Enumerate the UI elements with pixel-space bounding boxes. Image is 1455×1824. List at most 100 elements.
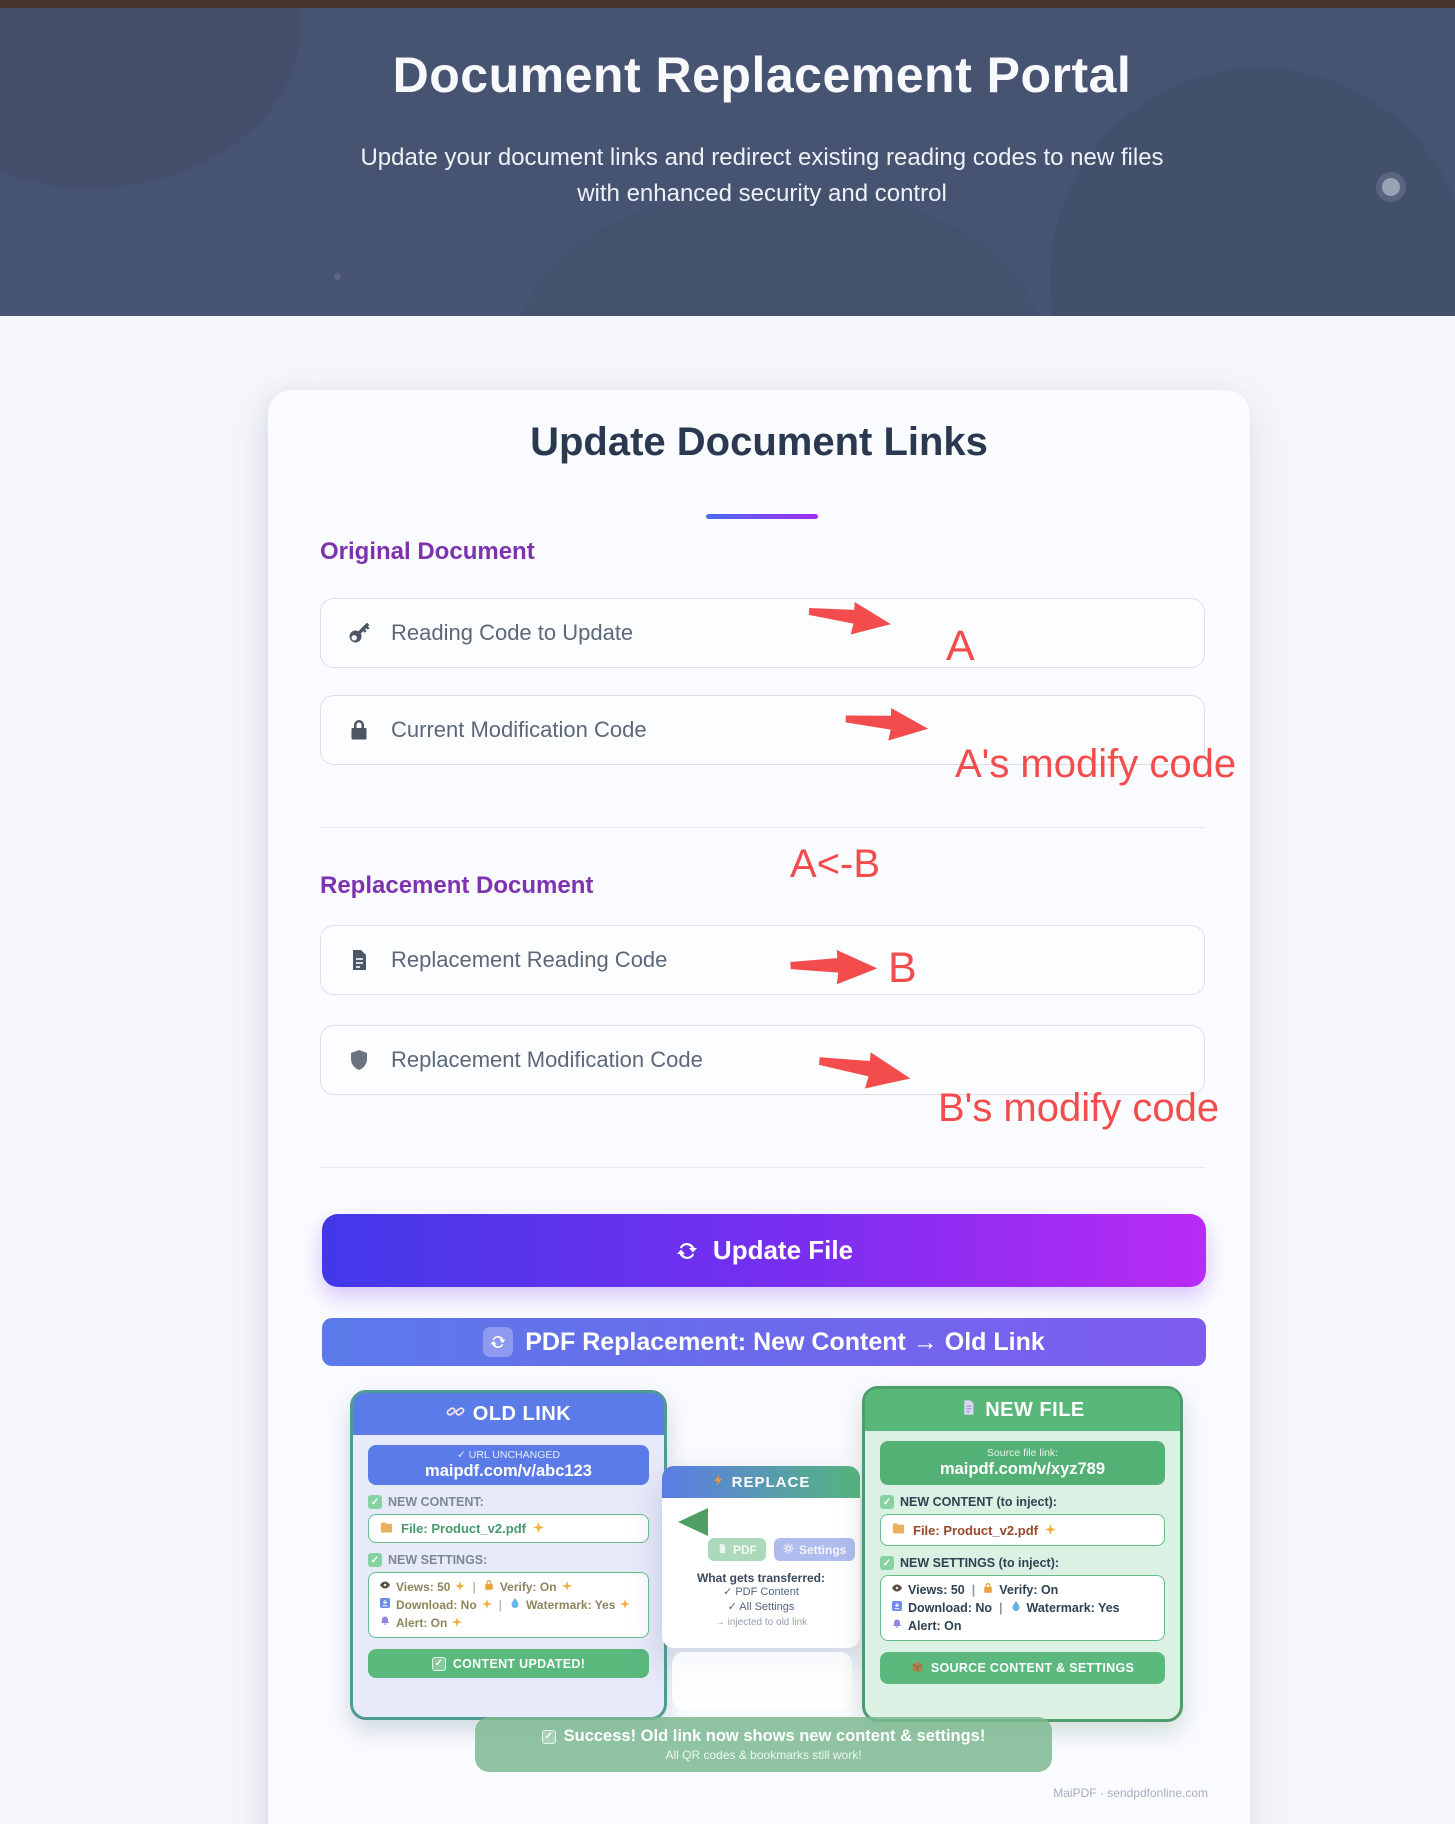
new-file-card: NEW FILE Source file link: maipdf.com/v/…	[862, 1386, 1183, 1722]
success-submessage: All QR codes & bookmarks still work!	[665, 1748, 862, 1762]
url-status: ✓ URL UNCHANGED	[457, 1449, 560, 1461]
pdf-doc-icon	[717, 1543, 728, 1557]
chain-link-icon	[446, 1402, 465, 1427]
decorative-dot	[334, 273, 341, 280]
checkbox-icon: ✓	[880, 1556, 894, 1570]
settings-pill: Settings	[774, 1538, 856, 1561]
shield-icon	[347, 1048, 371, 1072]
card-title: Update Document Links	[530, 420, 988, 464]
header: Document Replacement Portal Update your …	[0, 8, 1455, 316]
transfer-item: ✓ All Settings	[727, 1601, 795, 1613]
file-icon	[960, 1399, 977, 1422]
new-content-label: ✓ NEW CONTENT (to inject):	[880, 1495, 1165, 1509]
sparkle-icon	[620, 1597, 631, 1613]
old-link-title: OLD LINK	[472, 1402, 572, 1425]
lightning-icon	[712, 1473, 726, 1491]
checkbox-icon: ✓	[880, 1495, 894, 1509]
old-link-url: maipdf.com/v/abc123	[425, 1462, 592, 1480]
title-underline	[706, 514, 818, 519]
annotation-arrow	[789, 947, 879, 987]
key-icon	[347, 621, 371, 645]
success-banner: ✓ Success! Old link now shows new conten…	[475, 1717, 1052, 1772]
document-icon	[347, 948, 371, 972]
checkbox-icon: ✓	[541, 1729, 556, 1744]
new-file-url: maipdf.com/v/xyz789	[939, 1460, 1106, 1478]
old-link-header: OLD LINK	[353, 1393, 664, 1435]
pdf-replacement-banner-label: PDF Replacement: New Content → Old Link	[525, 1327, 1045, 1356]
replacement-reading-code-field[interactable]	[320, 925, 1205, 995]
section-divider	[320, 827, 1205, 828]
current-modification-code-input[interactable]	[389, 716, 1204, 744]
new-content-label: ✓ NEW CONTENT:	[368, 1495, 649, 1509]
page-subtitle-line1: Update your document links and redirect …	[360, 144, 1164, 171]
new-content-box: File: Product_v2.pdf	[880, 1514, 1165, 1546]
sparkle-icon	[532, 1521, 544, 1536]
reading-code-field[interactable]	[320, 598, 1205, 668]
replacement-section-heading: Replacement Document	[320, 872, 594, 899]
transfer-title: What gets transferred:	[696, 1571, 826, 1585]
update-file-button[interactable]: Update File	[322, 1214, 1206, 1287]
new-settings-label: ✓ NEW SETTINGS:	[368, 1553, 649, 1567]
eye-icon	[891, 1582, 903, 1598]
annotation-b-modify: B's modify code	[938, 1086, 1220, 1130]
lock-icon	[347, 718, 371, 742]
replacement-modification-code-input[interactable]	[389, 1046, 1204, 1074]
annotation-a-from-b: A<-B	[790, 842, 881, 886]
sparkle-icon	[481, 1597, 492, 1613]
new-settings-box: Views: 50 | Verify: On Download: No | Wa	[368, 1572, 649, 1638]
checkbox-icon: ✓	[431, 1656, 446, 1671]
update-file-button-label: Update File	[712, 1235, 854, 1265]
file-line: File: Product_v2.pdf	[401, 1521, 526, 1536]
current-modification-code-field[interactable]	[320, 695, 1205, 765]
top-strip	[0, 0, 1455, 8]
replace-header: REPLACE	[662, 1466, 860, 1498]
settings-row: Download: No | Watermark: Yes	[891, 1600, 1120, 1616]
eye-icon	[379, 1579, 391, 1595]
lock-icon	[982, 1582, 994, 1598]
success-message: Success! Old link now shows new content …	[563, 1727, 986, 1745]
page-subtitle: Update your document links and redirect …	[180, 140, 1344, 212]
sparkle-icon	[452, 1615, 463, 1631]
source-link-box: Source file link: maipdf.com/v/xyz789	[880, 1441, 1165, 1485]
pdf-pill: PDF	[708, 1538, 766, 1561]
gear-icon	[783, 1542, 794, 1557]
old-link-url-box: ✓ URL UNCHANGED maipdf.com/v/abc123	[368, 1445, 649, 1485]
annotation-b: B	[888, 944, 917, 992]
update-links-card: Update Document Links Original Document …	[268, 390, 1250, 1824]
brand-credit: MaiPDF · sendpdfonline.com	[1053, 1786, 1208, 1800]
transfer-item: ✓ PDF Content	[723, 1586, 799, 1598]
arrow-left-icon	[678, 1508, 708, 1536]
new-content-box: File: Product_v2.pdf	[368, 1514, 649, 1543]
new-file-title: NEW FILE	[985, 1398, 1085, 1421]
replace-card-shadow	[672, 1652, 852, 1710]
settings-row: Alert: On	[379, 1615, 463, 1631]
bell-icon	[379, 1615, 391, 1631]
source-label: Source file link:	[986, 1447, 1059, 1459]
settings-row: Alert: On	[891, 1618, 961, 1634]
decorative-dot	[1382, 178, 1400, 196]
reading-code-input[interactable]	[389, 619, 1204, 647]
annotation-a: A	[946, 622, 975, 670]
bell-icon	[891, 1618, 903, 1634]
new-settings-box: Views: 50 | Verify: On Download: No | Wa…	[880, 1575, 1165, 1641]
file-line: File: Product_v2.pdf	[913, 1522, 1038, 1538]
new-file-header: NEW FILE	[865, 1389, 1180, 1431]
page-subtitle-line2: with enhanced security and control	[577, 180, 947, 207]
checkbox-icon: ✓	[368, 1495, 382, 1509]
download-icon	[379, 1597, 391, 1613]
page-title: Document Replacement Portal	[392, 47, 1132, 103]
new-settings-label: ✓ NEW SETTINGS (to inject):	[880, 1556, 1165, 1570]
source-content-badge: SOURCE CONTENT & SETTINGS	[880, 1652, 1165, 1684]
replace-title: REPLACE	[731, 1473, 811, 1491]
annotation-a-modify: A's modify code	[955, 742, 1237, 786]
checkbox-icon: ✓	[368, 1553, 382, 1567]
refresh-icon	[675, 1239, 699, 1263]
sparkle-icon	[1044, 1523, 1056, 1538]
replacement-modification-code-field[interactable]	[320, 1025, 1205, 1095]
original-section-heading: Original Document	[320, 538, 535, 565]
refresh-icon	[483, 1327, 514, 1357]
settings-row: Download: No | Watermark: Yes	[379, 1597, 631, 1613]
download-icon	[891, 1600, 903, 1616]
sparkle-icon	[561, 1579, 572, 1595]
replace-card: REPLACE PDF Settings What gets transferr…	[662, 1466, 860, 1648]
